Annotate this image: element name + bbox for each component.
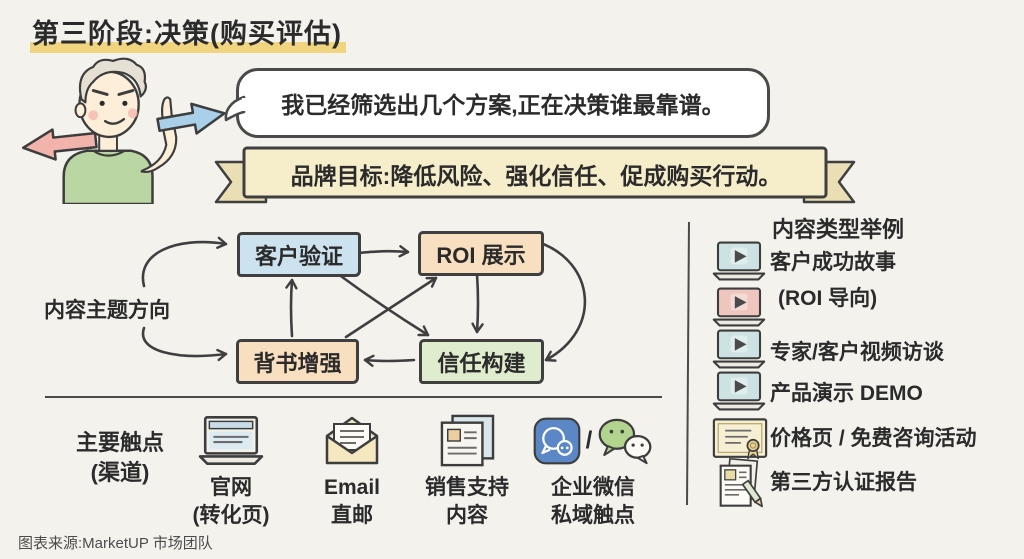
content-example-label: 产品演示 DEMO bbox=[770, 382, 923, 405]
channel-website: 官网 (转化页) bbox=[156, 412, 306, 529]
channel-label: Email 直邮 bbox=[323, 476, 381, 527]
video-laptop-icon bbox=[712, 370, 766, 412]
content-example-label: 价格页 / 免费咨询活动 bbox=[770, 427, 977, 450]
slash-separator: / bbox=[585, 427, 593, 454]
channel-sales-content: 销售支持 内容 bbox=[392, 412, 542, 529]
source-note: 图表来源:MarketUP 市场团队 bbox=[18, 535, 213, 552]
divider-horizontal bbox=[45, 396, 662, 398]
certificate-icon bbox=[712, 415, 768, 462]
content-topics-label: 内容主题方向 bbox=[44, 299, 170, 322]
content-examples-header: 内容类型举例 bbox=[772, 217, 905, 242]
video-laptop-icon bbox=[712, 286, 766, 328]
goal-banner-text: 品牌目标:降低风险、强化信任、促成购买行动。 bbox=[290, 163, 782, 189]
video-laptop-icon bbox=[712, 328, 766, 370]
flow-node-endorsement-boost: 背书增强 bbox=[236, 339, 359, 384]
documents-icon bbox=[437, 414, 497, 468]
person-figure bbox=[62, 57, 178, 204]
channel-wecom-wechat: / 企业微信 私域触点 bbox=[518, 412, 668, 529]
flow-node-trust-building: 信任构建 bbox=[419, 339, 544, 384]
arrow-left-icon bbox=[21, 128, 98, 161]
channel-label: 官网 (转化页) bbox=[192, 476, 270, 527]
report-icon bbox=[714, 458, 764, 510]
flow-node-roi-display: ROI 展示 bbox=[418, 231, 544, 276]
envelope-icon bbox=[322, 414, 382, 468]
goal-ribbon bbox=[214, 146, 856, 204]
content-example-label: 第三方认证报告 bbox=[770, 471, 917, 494]
content-example-label: 客户成功故事 (ROI 导向) bbox=[770, 251, 896, 310]
content-examples-panel: 内容类型举例 客户成功故事 (ROI 导向) 专家/客户视频访谈 产品演示 DE… bbox=[700, 210, 1022, 510]
video-laptop-icon bbox=[712, 240, 766, 282]
speech-bubble: 我已经筛选出几个方案,正在决策谁最靠谱。 bbox=[236, 68, 770, 138]
title-highlight: 第三阶段:决策(购买评估) bbox=[30, 19, 346, 53]
wechat-icon bbox=[597, 417, 653, 466]
channel-label: 企业微信 私域触点 bbox=[551, 476, 635, 527]
content-example-label: 专家/客户视频访谈 bbox=[770, 341, 944, 364]
wecom-icon bbox=[533, 417, 581, 465]
channel-label: 销售支持 内容 bbox=[425, 476, 509, 527]
flow-node-customer-validation: 客户验证 bbox=[237, 232, 361, 277]
arrow-right-icon bbox=[156, 102, 226, 135]
page-title: 第三阶段:决策(购买评估) bbox=[30, 12, 346, 53]
flow-arrows bbox=[141, 236, 587, 367]
channel-email: Email 直邮 bbox=[277, 412, 427, 529]
touchpoints-label: 主要触点 (渠道) bbox=[75, 430, 164, 485]
speech-text: 我已经筛选出几个方案,正在决策谁最靠谱。 bbox=[281, 92, 725, 118]
speech-bubble-tail-icon bbox=[224, 95, 246, 122]
touchpoints-row: 主要触点 (渠道) 官网 (转化页) Email 直邮 bbox=[40, 404, 690, 534]
browser-laptop-icon bbox=[198, 415, 264, 467]
